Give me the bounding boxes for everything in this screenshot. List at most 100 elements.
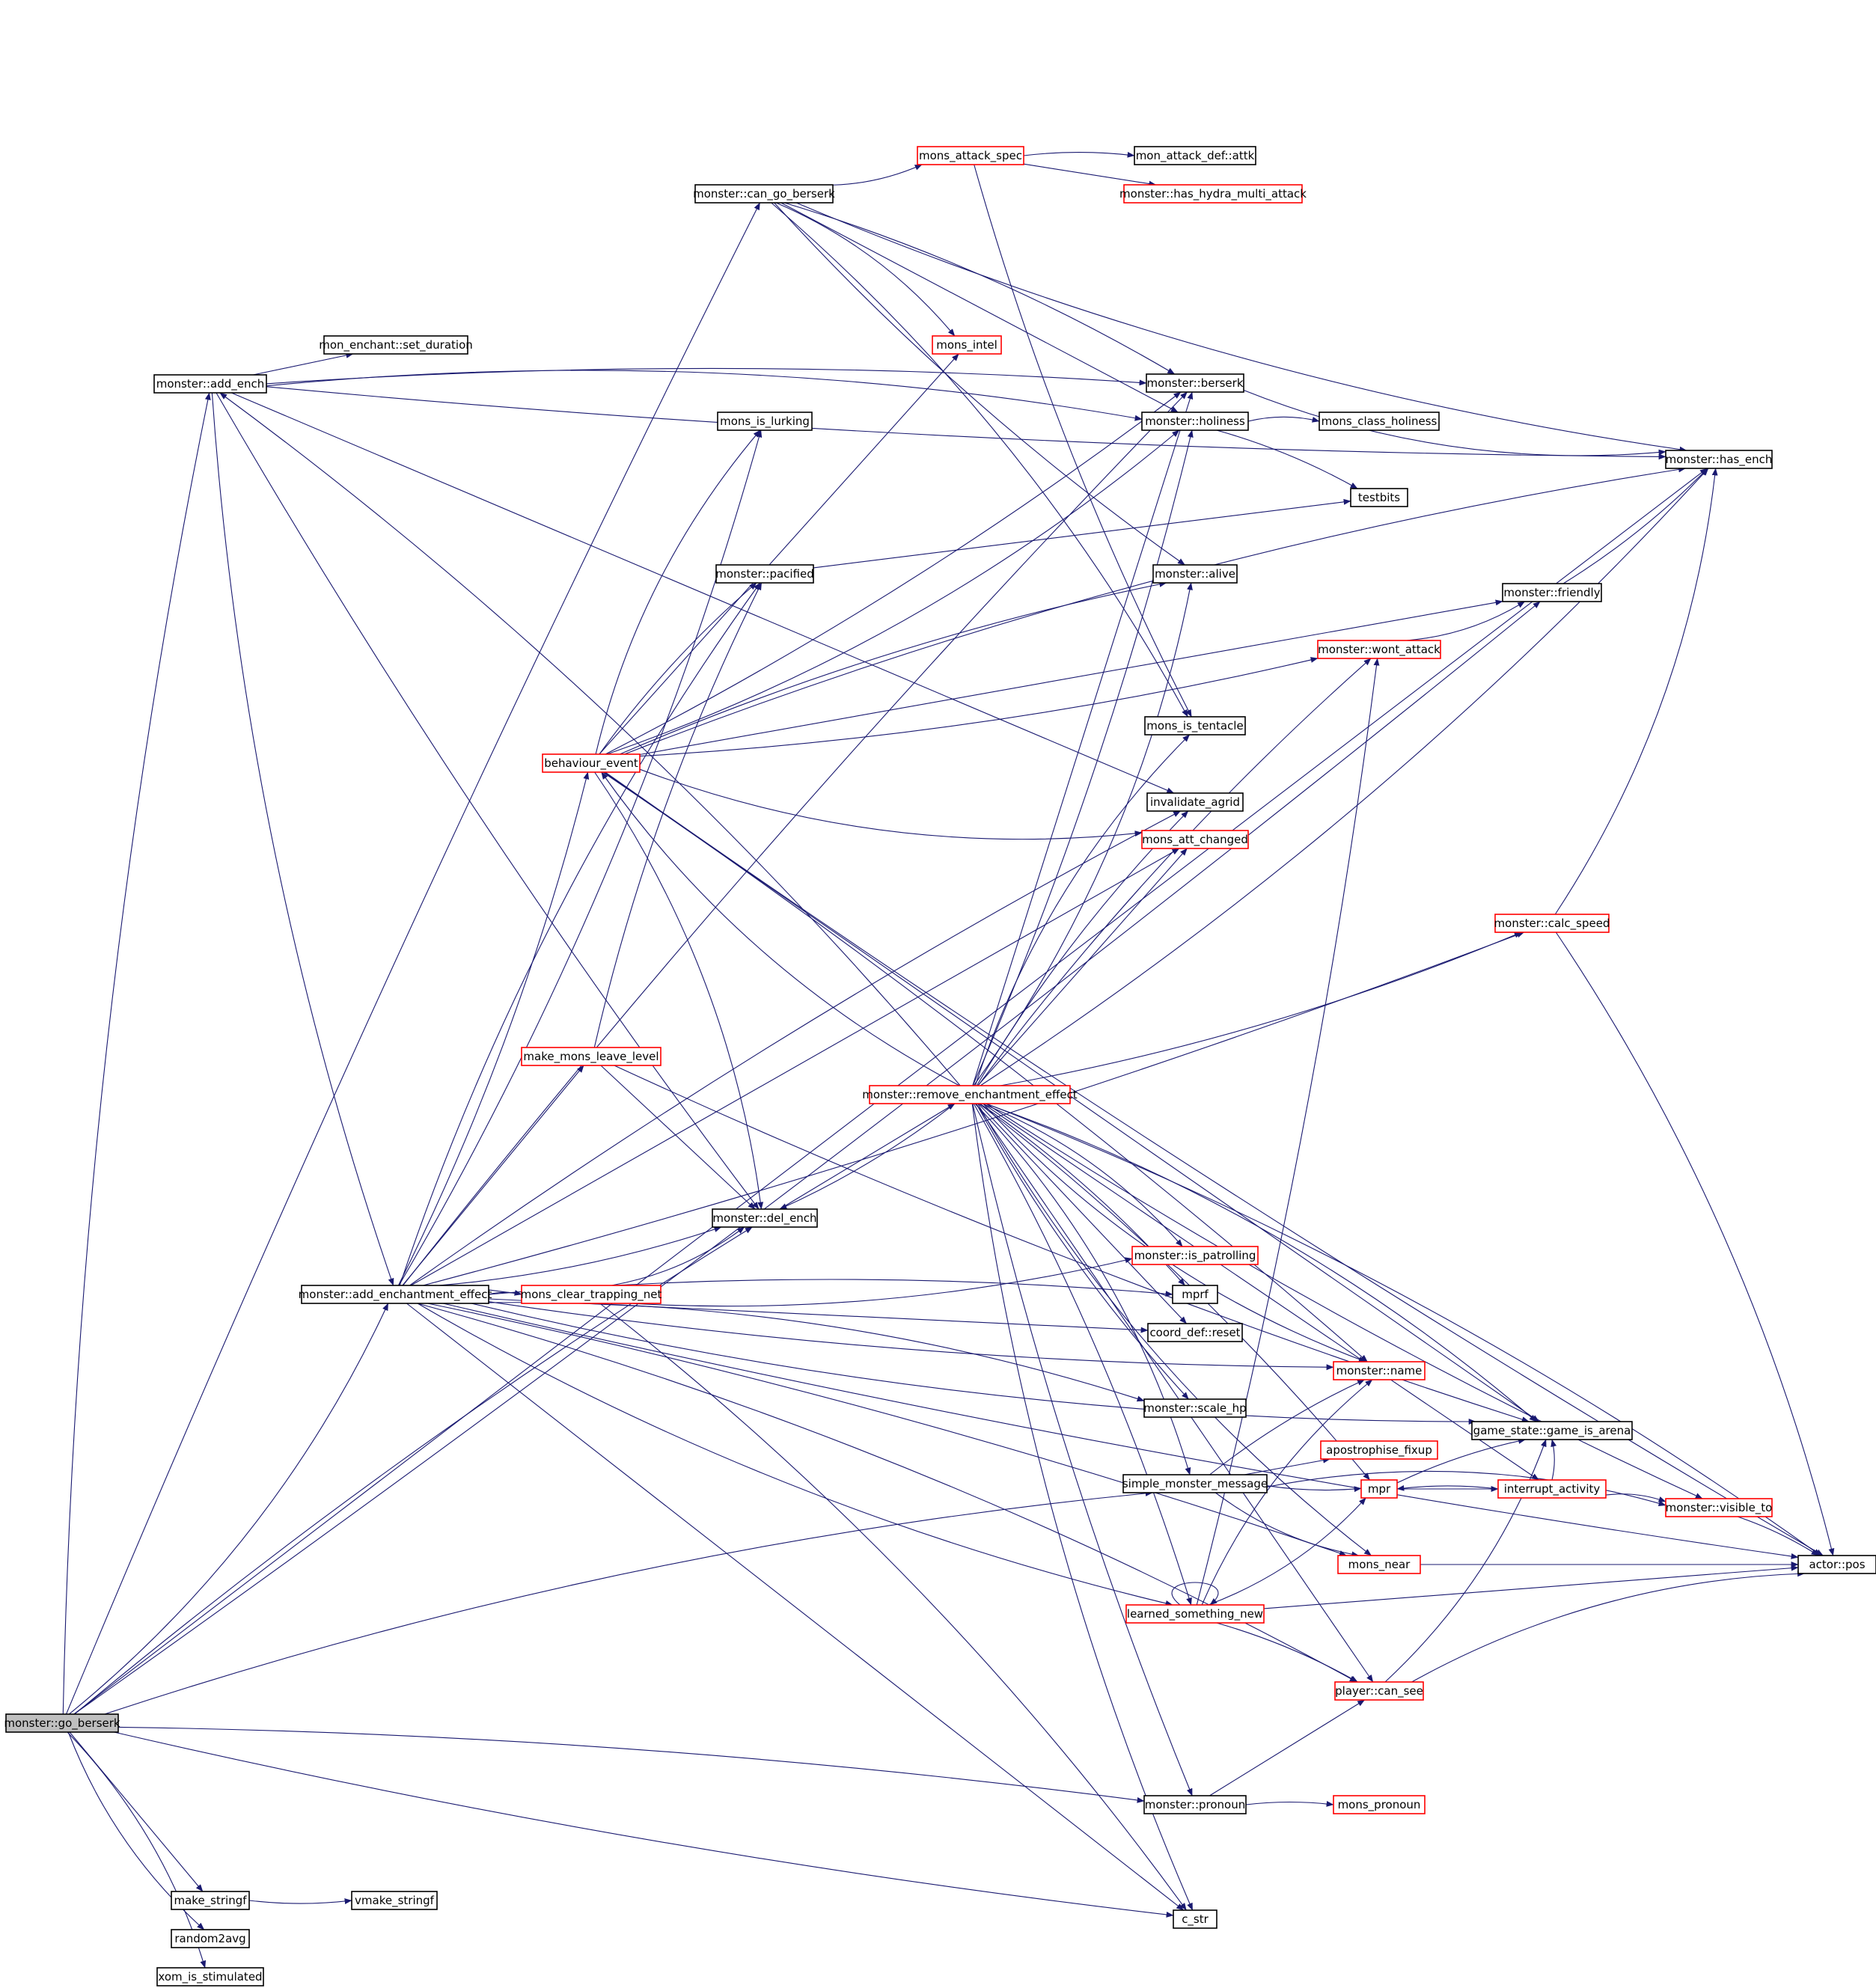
node-label: monster::holiness (1145, 415, 1245, 428)
node-box (1350, 488, 1408, 507)
graph-node-learned[interactable]: learned_something_new (1125, 1604, 1265, 1624)
call-edge-add-effect-to-learned (417, 1303, 1173, 1606)
call-edge-leave-level-to-pacified (593, 582, 763, 1048)
node-box (1123, 184, 1303, 204)
graph-node-add-ench[interactable]: monster::add_ench (153, 374, 267, 394)
node-box (1497, 1479, 1607, 1499)
graph-node-mprf[interactable]: mprf (1172, 1285, 1218, 1304)
graph-node-pronoun[interactable]: monster::pronoun (1143, 1795, 1247, 1814)
call-edge-can-see-to-game-is-arena (1384, 1439, 1547, 1683)
call-edge-interrupt-to-visible-to (1605, 1493, 1666, 1502)
graph-node-random2avg[interactable]: random2avg (171, 1929, 250, 1948)
node-label: mon_enchant::set_duration (319, 338, 473, 352)
graph-node-set-duration[interactable]: mon_enchant::set_duration (319, 335, 473, 355)
call-edge-trapping-net-to-del-ench (611, 1226, 745, 1286)
call-edge-behaviour-event-to-friendly (639, 599, 1503, 756)
graph-node-invalidate-agrid[interactable]: invalidate_agrid (1146, 792, 1244, 812)
graph-node-add-effect[interactable]: monster::add_enchantment_effect (299, 1285, 492, 1304)
graph-node-has-ench[interactable]: monster::has_ench (1665, 450, 1773, 469)
graph-node-trapping-net[interactable]: mons_clear_trapping_net (521, 1285, 662, 1304)
graph-node-mons-near[interactable]: mons_near (1337, 1555, 1421, 1574)
call-edge-add-effect-to-calc-speed (423, 932, 1525, 1286)
call-edge-can-go-berserk-to-has-ench (795, 202, 1687, 453)
node-box (715, 564, 814, 584)
call-edge-holiness-to-class-holiness (1247, 416, 1320, 423)
node-label: xom_is_stimulated (158, 1970, 262, 1984)
graph-node-can-go-berserk[interactable]: monster::can_go_berserk (693, 184, 835, 204)
graph-node-alive[interactable]: monster::alive (1152, 564, 1238, 584)
call-edge-remove-effect-to-invalidate-agrid (976, 810, 1189, 1086)
graph-node-has-hydra[interactable]: monster::has_hydra_multi_attack (1119, 184, 1307, 204)
call-edge-remove-effect-to-tentacle (974, 734, 1191, 1086)
graph-node-leave-level[interactable]: make_mons_leave_level (521, 1047, 662, 1066)
node-label: monster::pacified (715, 567, 814, 581)
node-box (1122, 1474, 1268, 1493)
node-box (1134, 146, 1256, 165)
graph-node-name[interactable]: monster::name (1333, 1361, 1426, 1380)
call-edge-behaviour-event-to-pacified (599, 582, 757, 755)
graph-node-actor-pos[interactable]: actor::pos (1797, 1555, 1876, 1574)
call-edge-wont-attack-to-friendly (1406, 601, 1525, 641)
call-edge-add-effect-to-att-changed (410, 848, 1180, 1286)
graph-node-class-holiness[interactable]: mons_class_holiness (1319, 412, 1440, 431)
graph-node-game-is-arena[interactable]: game_state::game_is_arena (1471, 1421, 1633, 1440)
node-box (153, 374, 267, 394)
graph-node-c-str[interactable]: c_str (1173, 1909, 1217, 1929)
node-box (1141, 412, 1249, 431)
graph-node-can-see[interactable]: player::can_see (1334, 1681, 1424, 1701)
node-box (1333, 1361, 1426, 1380)
node-label: monster::can_go_berserk (693, 187, 835, 201)
node-box (1333, 1795, 1426, 1814)
graph-node-coord-reset[interactable]: coord_def::reset (1147, 1323, 1243, 1342)
graph-node-mons-pronoun[interactable]: mons_pronoun (1333, 1795, 1426, 1814)
graph-node-attk[interactable]: mon_attack_def::attk (1134, 146, 1256, 165)
graph-node-calc-speed[interactable]: monster::calc_speed (1494, 914, 1610, 933)
graph-node-simple-msg[interactable]: simple_monster_message (1122, 1474, 1268, 1493)
call-edge-remove-effect-to-att-changed (977, 848, 1188, 1086)
graph-node-att-changed[interactable]: mons_att_changed (1141, 830, 1249, 849)
graph-node-mpr[interactable]: mpr (1360, 1479, 1398, 1499)
graph-node-interrupt[interactable]: interrupt_activity (1497, 1479, 1607, 1499)
node-label: game_state::game_is_arena (1473, 1424, 1631, 1438)
graph-node-make-stringf[interactable]: make_stringf (171, 1891, 250, 1910)
call-edge-learned-to-mpr (1208, 1497, 1366, 1606)
call-edge-del-ench-to-remove-effect (779, 1103, 956, 1210)
graph-node-mons-attack-spec[interactable]: mons_attack_spec (917, 146, 1024, 165)
node-label: make_mons_leave_level (523, 1050, 659, 1064)
graph-node-visible-to[interactable]: monster::visible_to (1665, 1498, 1773, 1517)
node-label: mons_attack_spec (919, 149, 1022, 163)
node-label: c_str (1182, 1912, 1209, 1927)
graph-node-wont-attack[interactable]: monster::wont_attack (1317, 640, 1441, 659)
graph-node-del-ench[interactable]: monster::del_ench (712, 1208, 818, 1228)
graph-node-holiness[interactable]: monster::holiness (1141, 412, 1249, 431)
graph-node-go-berserk[interactable]: monster::go_berserk (4, 1713, 120, 1733)
graph-node-tentacle[interactable]: mons_is_tentacle (1144, 716, 1246, 735)
graph-node-berserk[interactable]: monster::berserk (1146, 373, 1244, 393)
graph-node-apostrophise[interactable]: apostrophise_fixup (1320, 1440, 1438, 1460)
node-box (1141, 830, 1249, 849)
call-edge-remove-effect-to-c-str (971, 1103, 1194, 1911)
call-edge-can-go-berserk-to-mons-intel (775, 202, 956, 337)
graph-node-lurking[interactable]: mons_is_lurking (717, 412, 813, 431)
node-box (694, 184, 834, 204)
call-edge-remove-effect-to-add-ench (219, 392, 961, 1086)
node-label: monster::is_patrolling (1134, 1249, 1256, 1263)
node-label: monster::add_enchantment_effect (299, 1288, 492, 1302)
graph-node-testbits[interactable]: testbits (1350, 488, 1408, 507)
graph-node-vmake-stringf[interactable]: vmake_stringf (351, 1891, 438, 1910)
graph-node-is-patrolling[interactable]: monster::is_patrolling (1131, 1246, 1259, 1265)
graph-node-behaviour-event[interactable]: behaviour_event (542, 753, 641, 773)
node-label: mons_is_lurking (720, 415, 810, 429)
graph-node-pacified[interactable]: monster::pacified (715, 564, 814, 584)
node-box (323, 335, 468, 355)
graph-node-xom[interactable]: xom_is_stimulated (156, 1967, 264, 1987)
call-edge-remove-effect-to-pronoun (972, 1103, 1193, 1796)
graph-node-remove-effect[interactable]: monster::remove_enchantment_effect (862, 1085, 1078, 1104)
call-edge-go-berserk-to-pronoun (117, 1726, 1145, 1803)
call-edge-can-go-berserk-to-alive (774, 202, 1185, 566)
call-edge-remove-effect-to-berserk (972, 391, 1194, 1086)
graph-node-friendly[interactable]: monster::friendly (1502, 583, 1602, 602)
graph-node-scale-hp[interactable]: monster::scale_hp (1143, 1398, 1247, 1418)
graph-node-mons-intel[interactable]: mons_intel (932, 335, 1002, 355)
call-edge-calc-speed-to-actor-pos (1555, 932, 1835, 1556)
